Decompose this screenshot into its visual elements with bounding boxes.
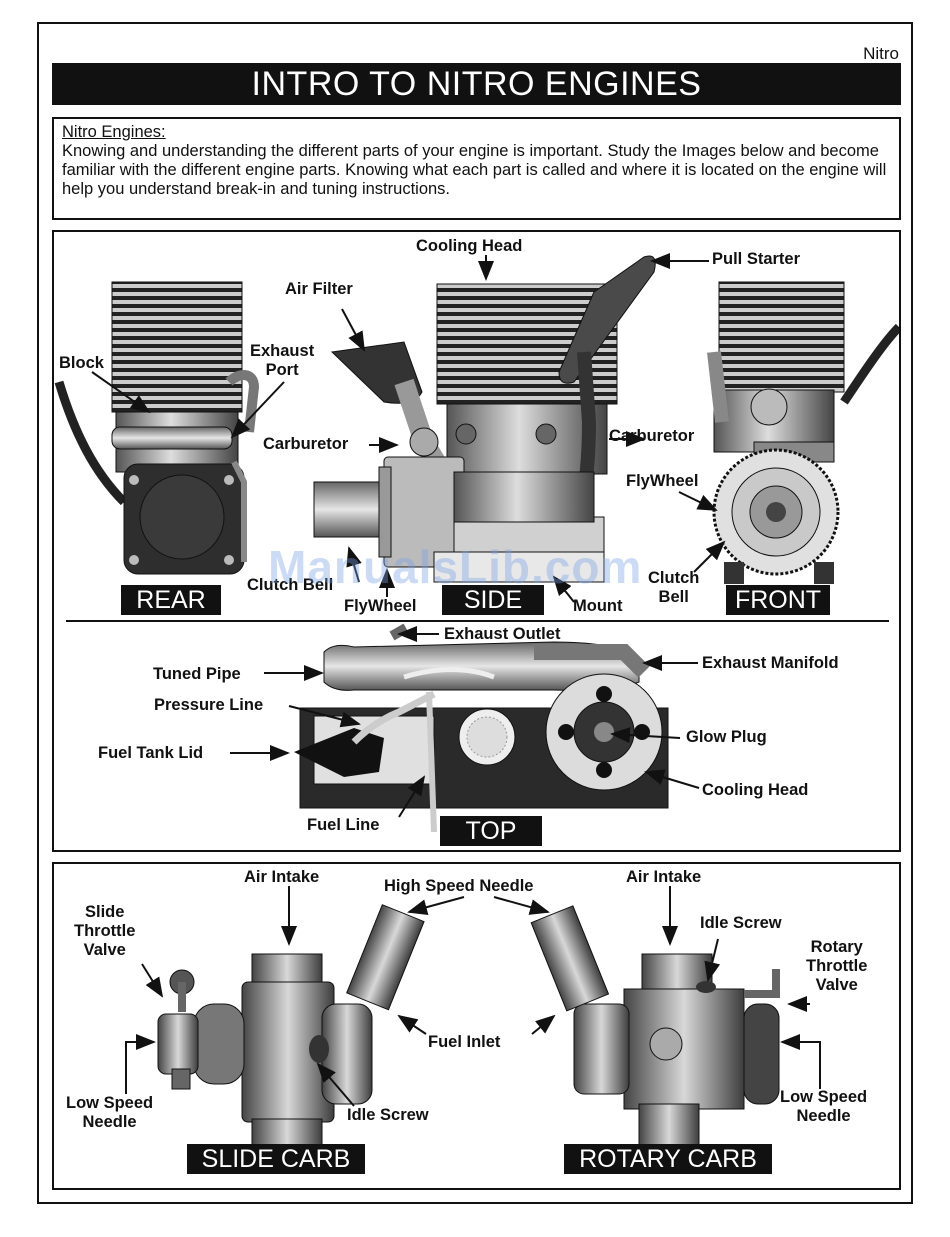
rotary-carb-caption: ROTARY CARB (564, 1144, 772, 1174)
side-view-caption: SIDE (442, 585, 544, 615)
label-carburetor-side: Carburetor (263, 435, 349, 453)
label-pull-starter: Pull Starter (712, 250, 801, 268)
intro-box: Nitro Engines: Knowing and understanding… (52, 117, 901, 220)
leader-arrows (91, 253, 726, 818)
page-title: INTRO TO NITRO ENGINES (52, 63, 901, 105)
label-air-intake-left: Air Intake (244, 868, 320, 886)
top-view-caption: TOP (440, 816, 542, 846)
section-tag: Nitro (863, 44, 899, 63)
carburetors-panel: Air Intake High Speed Needle Air Intake … (52, 862, 901, 1190)
label-slide-throttle-valve: Slide Throttle Valve (74, 903, 136, 959)
label-idle-screw-left: Idle Screw (347, 1106, 429, 1124)
label-air-intake-right: Air Intake (626, 868, 702, 886)
slide-carb-illustration (157, 904, 425, 1160)
label-fuel-inlet: Fuel Inlet (428, 1033, 501, 1051)
slide-carb-caption: SLIDE CARB (187, 1144, 365, 1174)
front-view-caption: FRONT (726, 585, 830, 615)
label-high-speed-needle: High Speed Needle (384, 877, 534, 895)
side-engine-illustration (313, 255, 656, 583)
label-clutch-bell-front: Clutch Bell (648, 569, 700, 606)
label-low-speed-needle-left: Low Speed Needle (66, 1094, 154, 1131)
label-exhaust-manifold: Exhaust Manifold (702, 654, 839, 672)
label-flywheel-front: FlyWheel (626, 472, 699, 490)
label-idle-screw-right: Idle Screw (700, 914, 782, 932)
label-air-filter: Air Filter (285, 280, 353, 298)
intro-body: Knowing and understanding the different … (62, 142, 887, 198)
label-exhaust-port: Exhaust Port (250, 342, 315, 379)
label-flywheel-side: FlyWheel (344, 597, 417, 615)
label-tuned-pipe: Tuned Pipe (153, 665, 241, 683)
label-cooling-head: Cooling Head (416, 237, 523, 255)
label-cooling-head-top: Cooling Head (702, 781, 809, 799)
label-rotary-throttle-valve: Rotary Throttle Valve (806, 938, 868, 994)
label-pressure-line: Pressure Line (154, 696, 264, 714)
watermark: ManualsLib.com (268, 541, 643, 593)
label-clutch-bell-side: Clutch Bell (247, 576, 334, 594)
label-fuel-line: Fuel Line (307, 816, 380, 834)
rear-view-caption: REAR (121, 585, 221, 615)
label-glow-plug: Glow Plug (686, 728, 767, 746)
label-exhaust-outlet: Exhaust Outlet (444, 625, 561, 643)
label-low-speed-needle-right: Low Speed Needle (780, 1088, 868, 1125)
engine-illustrations (54, 253, 899, 833)
label-mount: Mount (573, 597, 623, 615)
intro-heading: Nitro Engines: (62, 123, 166, 141)
label-carburetor-front: Carburetor (609, 427, 695, 445)
rear-engine-illustration (54, 281, 260, 575)
page-frame (37, 22, 913, 1204)
top-view-illustration (294, 623, 669, 833)
engine-views-panel: Cooling Head Pull Starter Air Filter Blo… (52, 230, 901, 852)
rotary-carb-illustration (530, 905, 780, 1150)
carburetor-illustrations (125, 886, 821, 1160)
label-fuel-tank-lid: Fuel Tank Lid (98, 744, 204, 762)
carb-leader-arrows (125, 886, 821, 1107)
front-engine-illustration (707, 281, 899, 584)
label-block: Block (59, 354, 104, 372)
